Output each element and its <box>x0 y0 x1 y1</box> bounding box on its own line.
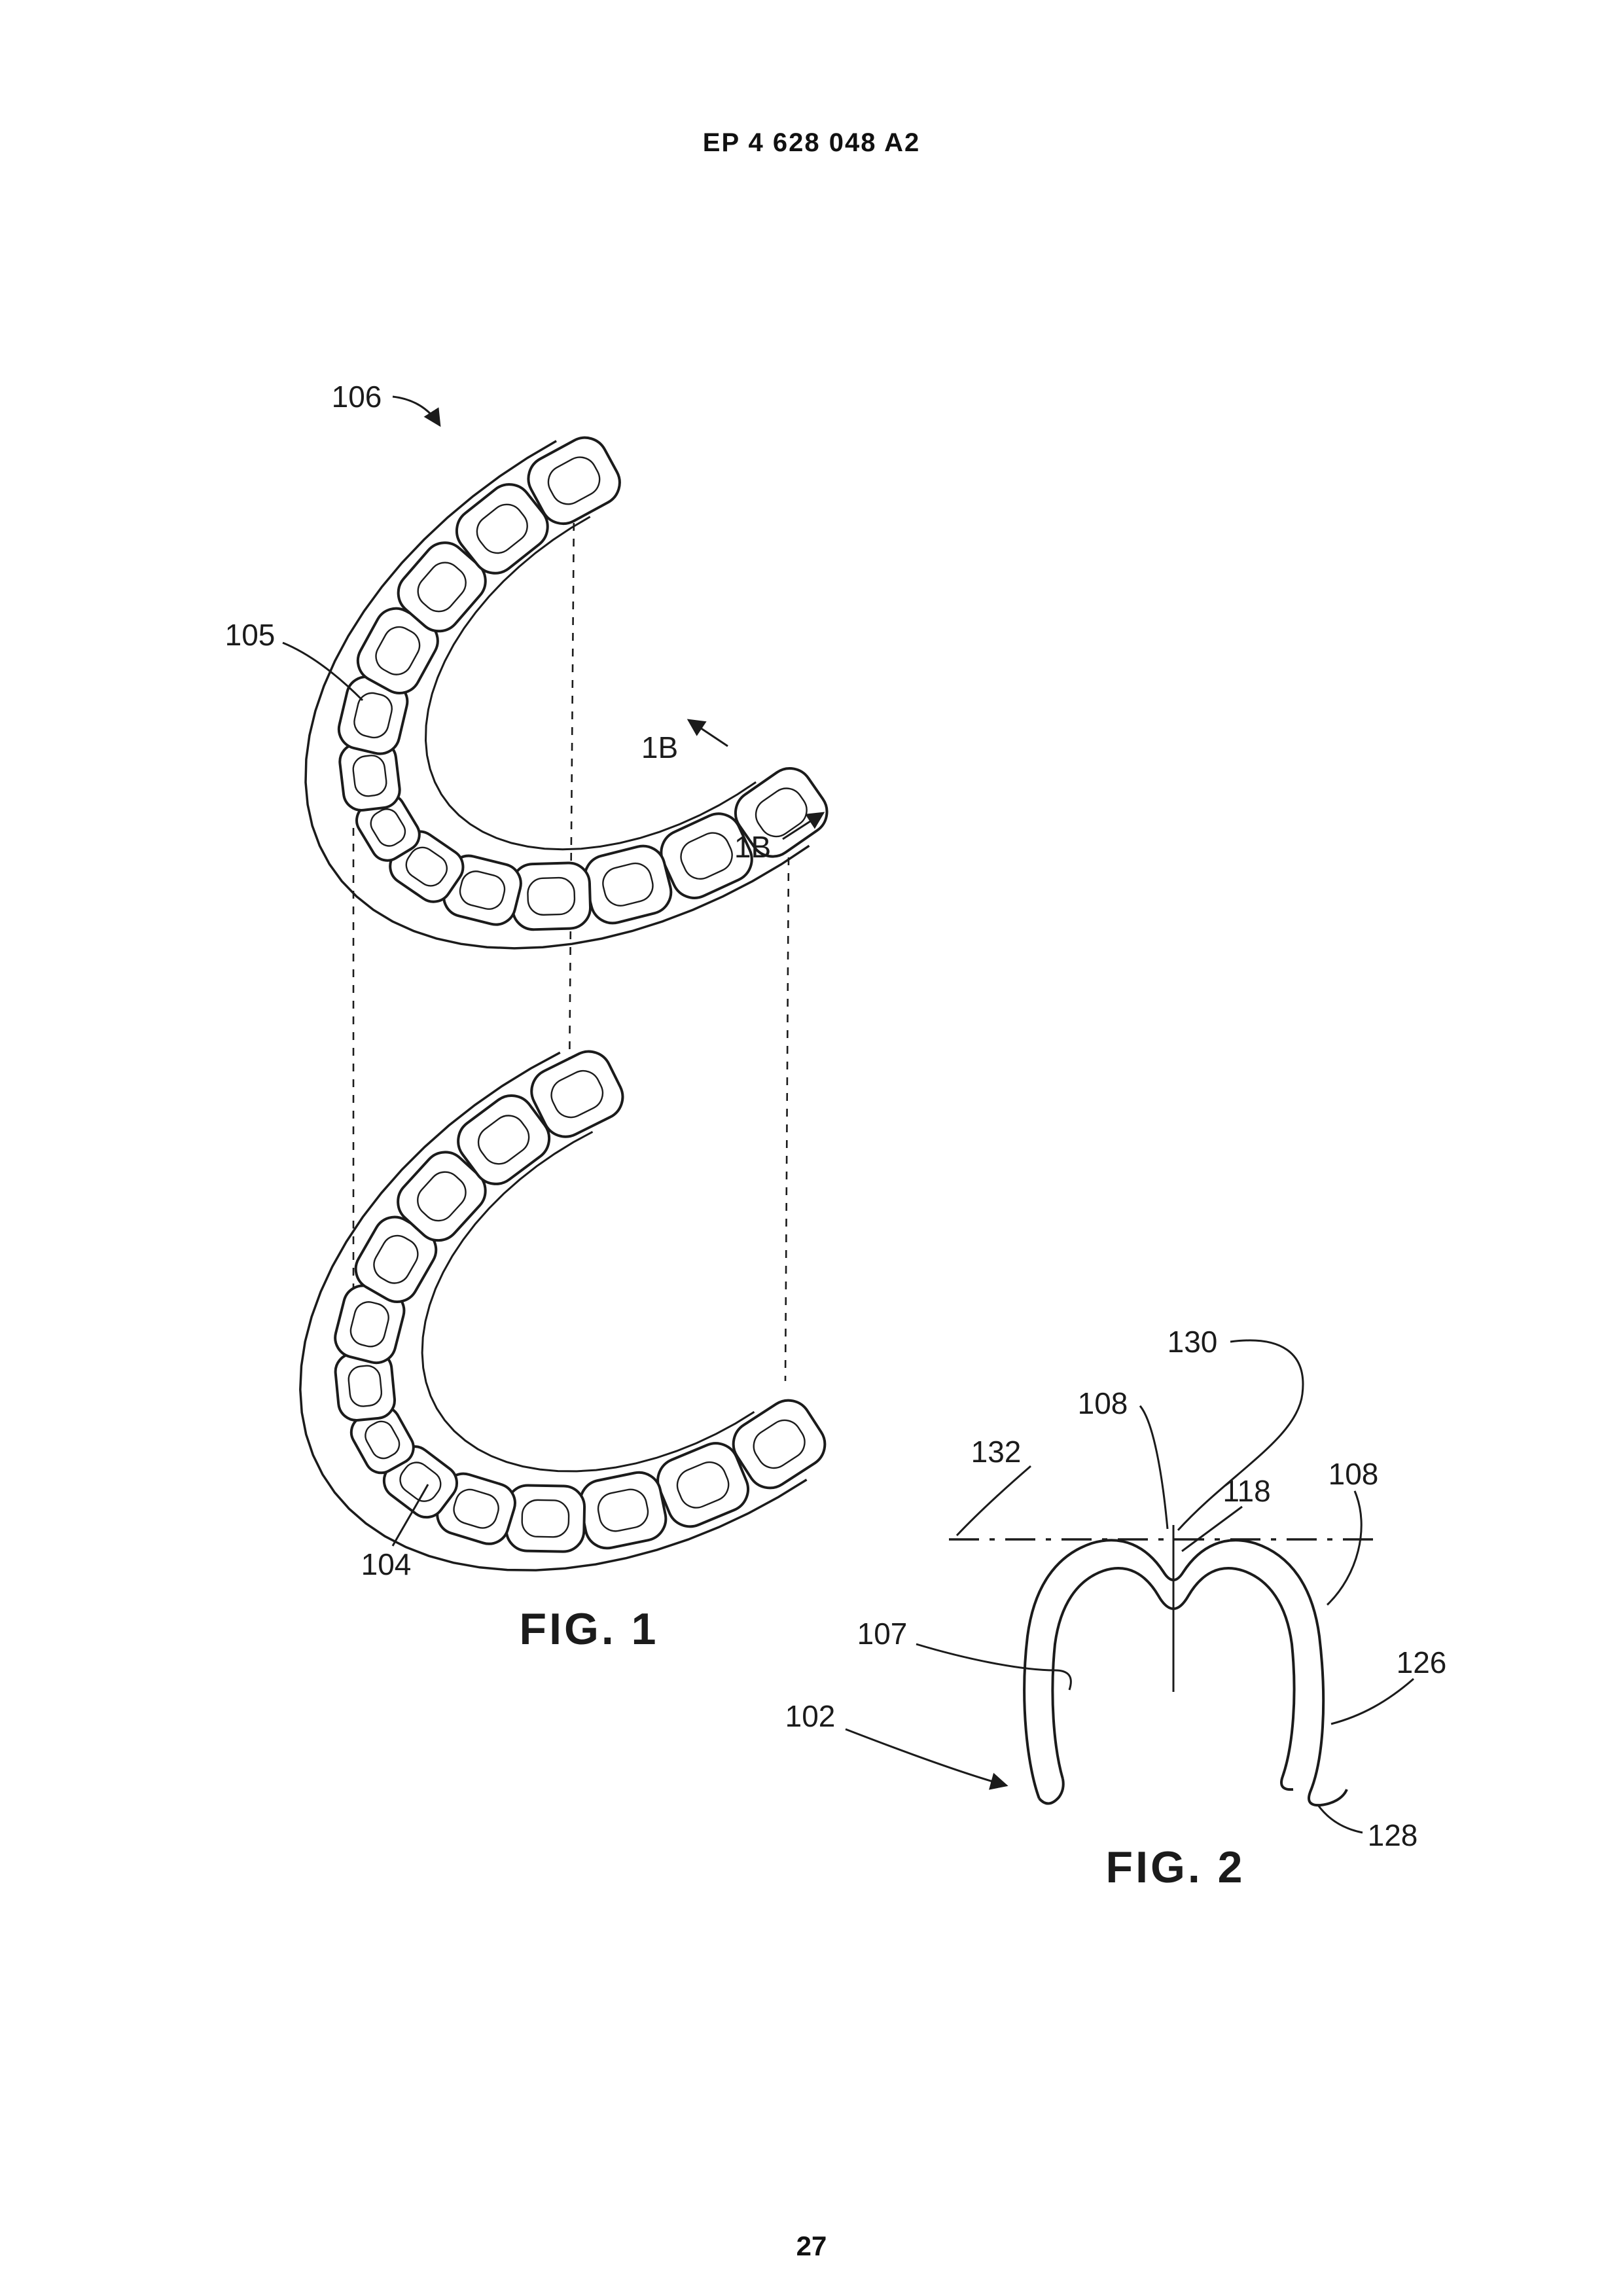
aligner-section-inner-wall <box>1051 1567 1296 1791</box>
aligner-section-left-edge <box>1038 1778 1065 1805</box>
ref-label-132: 132 <box>971 1435 1022 1469</box>
ref-label-105: 105 <box>225 618 276 652</box>
ref-label-130: 130 <box>1168 1325 1218 1359</box>
ref-label-108-right: 108 <box>1329 1457 1379 1491</box>
ref-label-118: 118 <box>1222 1474 1270 1508</box>
leader-128 <box>1317 1804 1363 1834</box>
ref-label-128: 128 <box>1368 1818 1418 1852</box>
lower-aligner-drawing <box>299 1050 827 1571</box>
ref-label-126: 126 <box>1397 1645 1447 1679</box>
leader-108a <box>1139 1405 1169 1530</box>
leader-104 <box>391 1484 429 1547</box>
leader-118 <box>1181 1505 1243 1552</box>
section-arrow-1b-top <box>687 719 728 747</box>
leader-105 <box>282 641 364 702</box>
page-number: 27 <box>796 2231 827 2261</box>
figure1-caption: FIG. 1 <box>520 1604 659 1654</box>
ref-label-1b-bottom: 1B <box>734 830 771 864</box>
leader-108b <box>1326 1490 1363 1606</box>
ref-label-102: 102 <box>785 1699 836 1733</box>
patent-number: EP 4 628 048 A2 <box>702 128 921 157</box>
leader-130 <box>1177 1339 1304 1532</box>
leader-126 <box>1330 1677 1414 1725</box>
leader-107 <box>916 1643 1072 1691</box>
section-arrow-1b-bottom <box>782 812 825 840</box>
aligner-section-outer-wall <box>1023 1539 1348 1807</box>
upper-aligner-drawing <box>304 436 829 950</box>
ref-label-108-left: 108 <box>1078 1386 1128 1420</box>
figure2-drawing: 130 108 132 118 108 107 126 102 128 FIG.… <box>785 1325 1447 1892</box>
ref-label-107: 107 <box>857 1617 908 1651</box>
figure2-caption: FIG. 2 <box>1106 1842 1245 1892</box>
ref-label-104: 104 <box>361 1547 412 1581</box>
ref-label-1b-top: 1B <box>641 730 678 764</box>
figure1-drawing: 106 105 104 1B 1B FIG. 1 <box>225 380 829 1654</box>
leader-106 <box>392 395 441 427</box>
projection-line-right <box>784 857 790 1382</box>
ref-label-106: 106 <box>332 380 382 414</box>
projection-line-middle <box>568 507 575 1081</box>
leader-132 <box>955 1465 1031 1537</box>
leader-102 <box>845 1728 1008 1790</box>
